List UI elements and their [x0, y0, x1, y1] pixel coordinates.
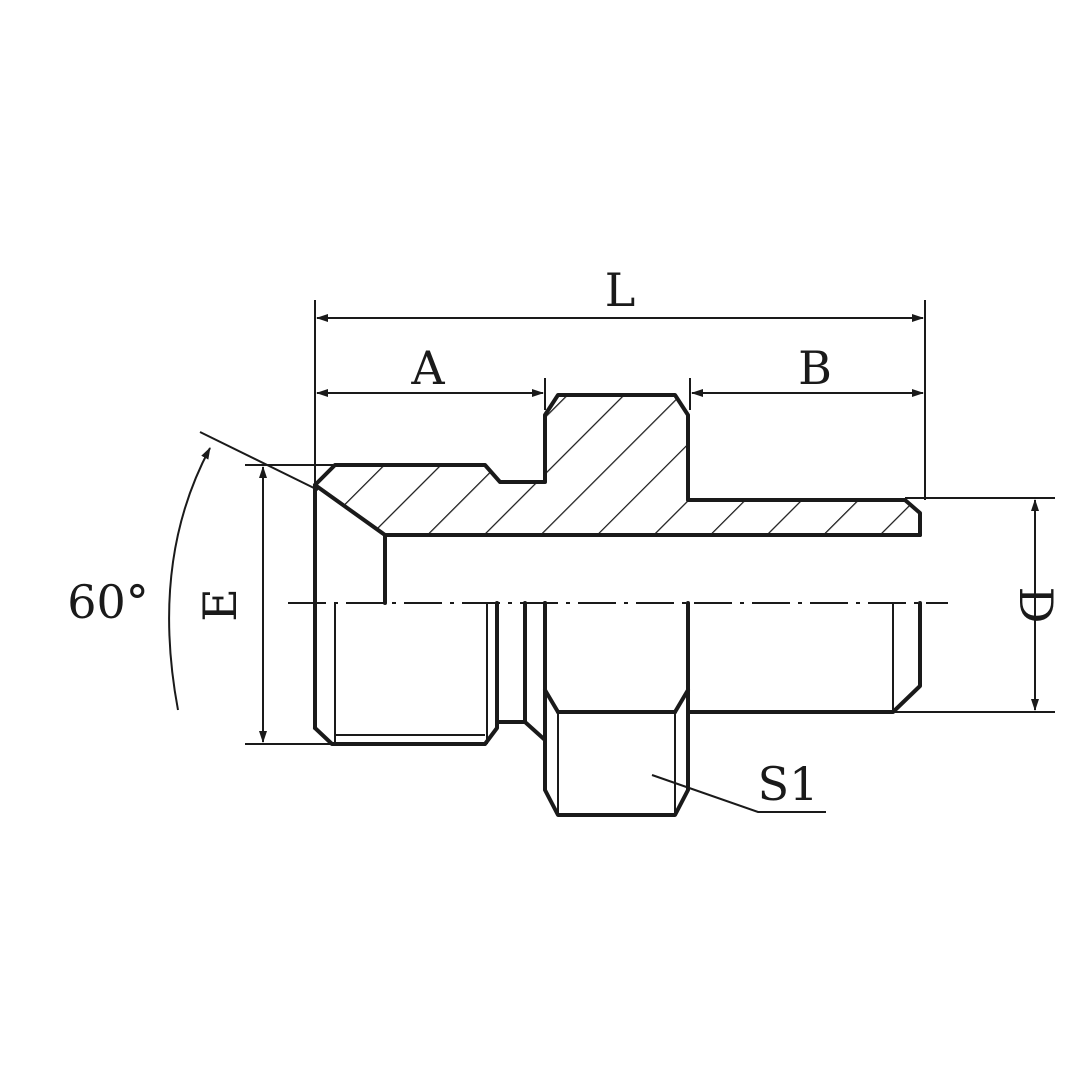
hex-chamfer-right: [673, 688, 690, 714]
undercut-groove: [495, 601, 527, 724]
label-S1: S1: [758, 757, 819, 811]
leader-S1: [651, 774, 826, 813]
undercut-flank: [523, 601, 547, 742]
countersink-line: [313, 483, 387, 537]
left-thread-outline: [313, 601, 499, 746]
label-L: L: [605, 263, 636, 317]
right-spigot: [686, 601, 922, 714]
hex-nut: [543, 601, 690, 817]
label-angle: 60°: [67, 575, 149, 629]
angle-leader: [199, 431, 319, 491]
label-E: E: [193, 588, 247, 622]
hex-chamfer-left: [543, 688, 560, 714]
angle-arc: [168, 447, 211, 711]
label-B: B: [798, 341, 832, 395]
label-D: D: [1009, 587, 1063, 624]
label-A: A: [410, 341, 445, 395]
section-outline: [313, 393, 922, 537]
